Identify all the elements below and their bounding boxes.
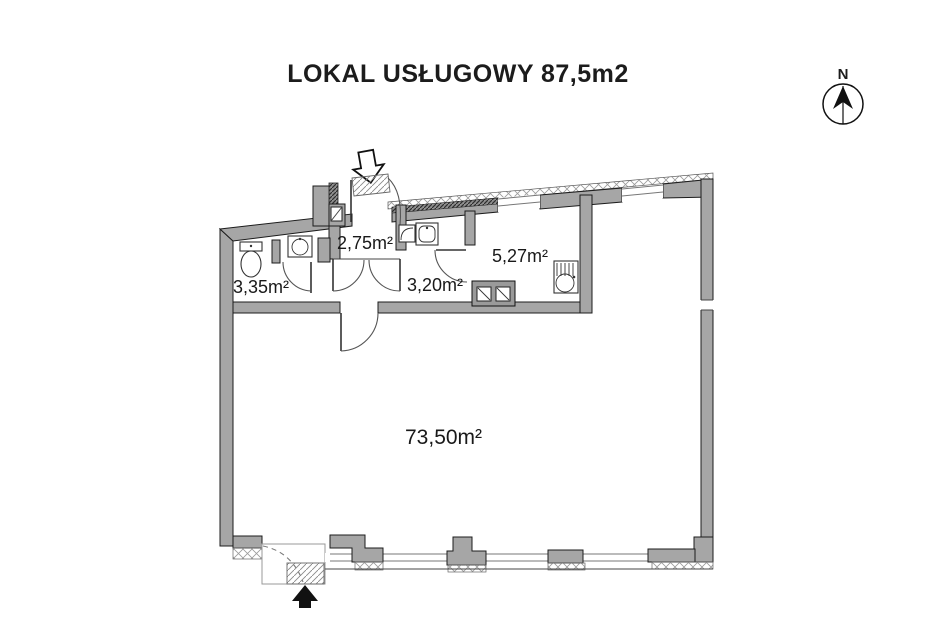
heater-dot	[572, 275, 576, 279]
toilet-bowl	[240, 250, 262, 278]
entrance-door-swing-dashed	[262, 545, 304, 583]
toilet-valve-dot	[249, 244, 253, 248]
window-band-bg	[325, 553, 695, 562]
nook-sink-tap-dot	[425, 226, 429, 230]
kitchen-basin-1-diag	[477, 287, 491, 301]
entrance-door-swing	[387, 177, 402, 226]
bottom-facade	[232, 534, 714, 608]
facade-windows	[497, 184, 664, 212]
entrance-arrow-down-icon	[351, 148, 386, 185]
wall-right-joint	[700, 300, 714, 310]
window-top-1-line-a	[497, 194, 541, 200]
vestibule-door-swing-right	[368, 259, 401, 292]
sill-bottom-right	[651, 561, 714, 570]
wc-door-swing	[282, 261, 312, 292]
heater-circle	[555, 273, 575, 293]
pillar-bottom-3	[547, 549, 584, 564]
walls	[218, 172, 714, 563]
sill-bottom-1	[354, 561, 384, 571]
wall-right	[700, 178, 714, 561]
wall-wc-partition	[271, 239, 281, 264]
sill-bottom-left	[232, 547, 263, 560]
page-title: LOKAL USŁUGOWY 87,5m2	[287, 60, 629, 88]
wall-utility-left-stub	[464, 210, 476, 246]
room-label-wc: 3,35m²	[233, 277, 289, 297]
wall-left	[219, 227, 234, 547]
window-top-2-line-a	[621, 184, 664, 190]
main-entrance	[350, 148, 402, 226]
wall-shaft-vertical	[312, 185, 331, 227]
wall-corner-bottom-left	[232, 535, 263, 549]
room-label-hall: 3,20m²	[407, 275, 463, 295]
north-label: N	[838, 66, 849, 83]
entrance-mat-bottom	[286, 562, 325, 585]
interior-doors	[282, 249, 468, 352]
main-room-door-swing	[340, 312, 379, 352]
nook-sink-right	[415, 222, 439, 246]
wall-bottom-right-seg	[647, 548, 696, 563]
room-label-utility: 5,27m²	[492, 246, 548, 266]
pillar-bottom-2	[446, 536, 487, 566]
wall-divider-left	[232, 301, 341, 314]
room-labels: 3,35m² 2,75m² 3,20m² 5,27m² 73,50m²	[233, 233, 548, 449]
sill-bottom-3	[547, 562, 586, 571]
nook-sink-left-basin	[400, 227, 414, 241]
entrance-mat-top	[351, 173, 391, 197]
wall-corner-bottom-right	[693, 536, 714, 563]
vestibule-door-swing-left	[332, 259, 365, 292]
window-top-2-line-b	[621, 191, 664, 197]
fixtures	[239, 222, 579, 307]
room-label-main: 73,50m²	[405, 426, 482, 449]
wall-utility-right	[579, 194, 593, 314]
compass-needle-head	[833, 86, 853, 109]
nook-sink-right-basin	[418, 225, 436, 243]
kitchen-basin-2-diag	[496, 287, 510, 301]
heater-grill	[556, 263, 574, 276]
wc-sink-tap-dot	[298, 237, 302, 241]
wall-wc-right-stub	[317, 237, 331, 263]
room-label-vestibule: 2,75m²	[337, 233, 393, 253]
duct-diagonal	[330, 206, 343, 222]
shaft-hatch-strip	[328, 182, 339, 206]
nook-sink-left	[398, 224, 416, 243]
entrance-arrow-up-icon	[292, 585, 318, 608]
hall-door-swing	[434, 249, 468, 283]
north-compass-icon: N	[822, 66, 864, 125]
window-top-1-line-b	[497, 201, 541, 207]
